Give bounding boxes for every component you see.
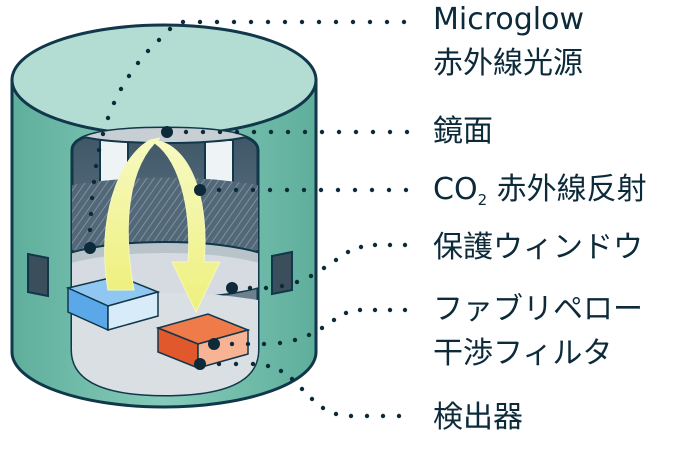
cylinder-top <box>10 23 318 137</box>
label-co2: CO2 赤外線反射 <box>433 172 647 218</box>
cutaway-opening <box>70 126 260 397</box>
label-source-line2: 赤外線光源 <box>433 46 583 81</box>
source-leader-dots <box>87 19 407 233</box>
label-mirror: 鏡面 <box>433 114 493 149</box>
filter-leader-dots <box>229 307 408 347</box>
window-anchor-dot <box>226 282 238 294</box>
mirror-leader-dots <box>183 129 410 135</box>
filter-anchor-dot <box>208 338 220 350</box>
detector-anchor-dot <box>194 358 206 370</box>
label-filter-line1: ファブリペロー <box>433 292 643 327</box>
co2-region <box>72 177 258 250</box>
window-leader-dots <box>247 242 408 291</box>
label-co2-suffix: 赤外線反射 <box>487 172 647 207</box>
label-co2-subscript: 2 <box>477 191 488 209</box>
co2-anchor-dot <box>194 184 206 196</box>
label-source-line1: Microglow <box>433 2 585 37</box>
light-path-arrow <box>104 137 221 314</box>
label-filter-line2: 干渉フィルタ <box>433 336 613 371</box>
detector-leader-dots <box>216 361 402 419</box>
label-co2-prefix: CO <box>433 172 478 207</box>
co2-leader-dots <box>216 187 409 193</box>
side-slot-right <box>271 250 293 296</box>
side-slot-left <box>27 252 49 298</box>
infrared-source <box>65 275 161 332</box>
leader-lines <box>84 19 410 419</box>
label-detector: 検出器 <box>433 400 523 435</box>
label-window: 保護ウィンドウ <box>433 230 643 265</box>
source-anchor-dot <box>84 242 96 254</box>
mirror-anchor-dot <box>161 126 173 138</box>
filter-detector <box>155 313 251 370</box>
